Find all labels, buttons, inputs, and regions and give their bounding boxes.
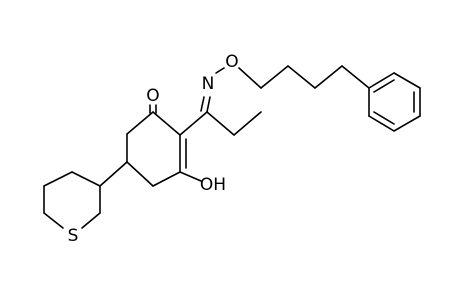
hydroxyl-bond: [179, 171, 202, 182]
oxime-side-chain: [179, 96, 262, 136]
carbonyl-bond: [149, 104, 157, 114]
cyclohexenone-ring: [126, 111, 187, 187]
ether-oxygen-label: O: [225, 52, 238, 72]
atom-labels: O N O OH S: [68, 52, 239, 246]
oxime-nitrogen-label: N: [202, 74, 215, 94]
carbonyl-oxygen-label: O: [146, 86, 159, 106]
thiane-ring: [43, 171, 101, 229]
hydroxyl-label: OH: [200, 175, 226, 195]
phenyl-ring: [368, 72, 421, 132]
ring-link-bond: [99, 161, 128, 187]
butyl-chain: [215, 65, 370, 89]
sulfur-label: S: [68, 226, 79, 246]
